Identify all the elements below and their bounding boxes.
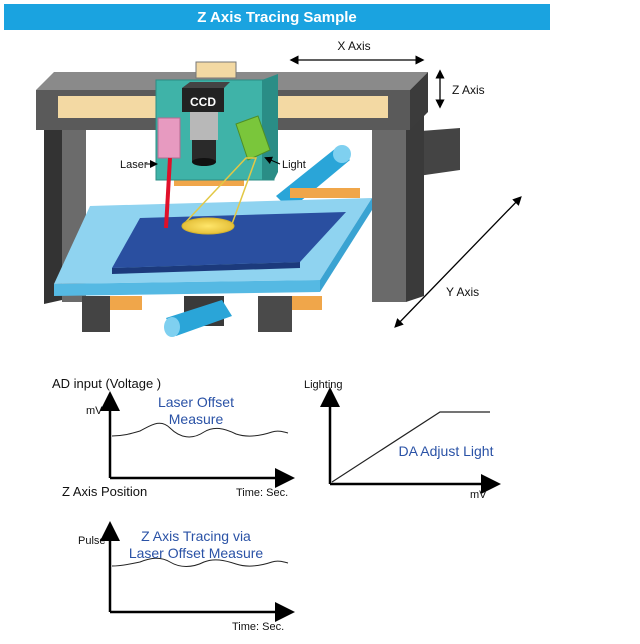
light-module — [235, 115, 271, 161]
graph1-below-label: Z Axis Position — [62, 484, 147, 499]
graph1-signal — [111, 422, 289, 438]
ccd-body — [182, 88, 224, 112]
work-plate-edge — [112, 262, 300, 274]
ccd-lens-barrel — [190, 112, 218, 140]
foot-right-rail — [292, 296, 322, 310]
graph-pulse: Pulse Z Axis Tracing via Laser Offset Me… — [78, 521, 295, 633]
x-axis-label: X Axis — [337, 39, 370, 53]
ccd-lens — [192, 140, 216, 162]
ccd-label: CCD — [190, 95, 216, 109]
graph2-curve — [331, 411, 490, 483]
graph2-y-label: Lighting — [304, 379, 343, 391]
light-label: Light — [282, 159, 306, 171]
foot-right — [258, 296, 292, 332]
graph3-x-label: Time: Sec. — [232, 621, 284, 633]
graph2-caption: DA Adjust Light — [399, 443, 494, 459]
left-pillar-side — [44, 80, 62, 304]
graph1-x-label: Time: Sec. — [236, 487, 288, 499]
tube-front — [166, 300, 232, 336]
laser-beam — [164, 157, 172, 229]
title-bar: Z Axis Tracing Sample — [4, 4, 550, 30]
stage-front — [54, 280, 320, 296]
foot-left-rail — [110, 296, 142, 310]
graph-lighting: Lighting DA Adjust Light mV — [304, 379, 501, 501]
laser-module — [157, 117, 181, 159]
rail-back-right — [290, 188, 360, 198]
graph-ad-input: AD input (Voltage ) mV Laser Offset Meas… — [52, 376, 295, 499]
graph3-caption-line2: Laser Offset Measure — [129, 545, 264, 561]
foot-left — [82, 296, 110, 332]
graph3-signal — [111, 557, 289, 567]
rail-back-left — [174, 176, 244, 186]
tube-front-end — [164, 317, 180, 337]
tool-head-side — [262, 74, 278, 180]
laser-label: Laser — [120, 159, 148, 171]
graph1-y-unit: mV — [86, 405, 103, 417]
machine-illustration: CCD Laser Light X Axis Z Axis Y Axis — [36, 39, 522, 337]
carriage-top — [195, 61, 237, 79]
light-pointer-arrow — [264, 156, 281, 165]
graph1-caption-line2: Measure — [169, 411, 224, 427]
z-axis-label: Z Axis — [452, 83, 485, 97]
graph3-caption-line1: Z Axis Tracing via — [141, 528, 251, 544]
work-plate — [112, 212, 346, 268]
right-pillar — [372, 100, 406, 302]
y-axis-label: Y Axis — [446, 285, 479, 299]
light-spot — [181, 217, 235, 235]
page-title: Z Axis Tracing Sample — [197, 8, 357, 26]
tube-end — [333, 145, 351, 163]
stage-side — [320, 198, 372, 292]
top-beam-side — [410, 72, 428, 130]
graph3-y-label: Pulse — [78, 535, 106, 547]
graph1-title: AD input (Voltage ) — [52, 376, 161, 391]
graph1-caption-line1: Laser Offset — [158, 394, 234, 410]
graph2-x-label: mV — [470, 489, 487, 501]
y-axis-arrow — [394, 196, 522, 328]
